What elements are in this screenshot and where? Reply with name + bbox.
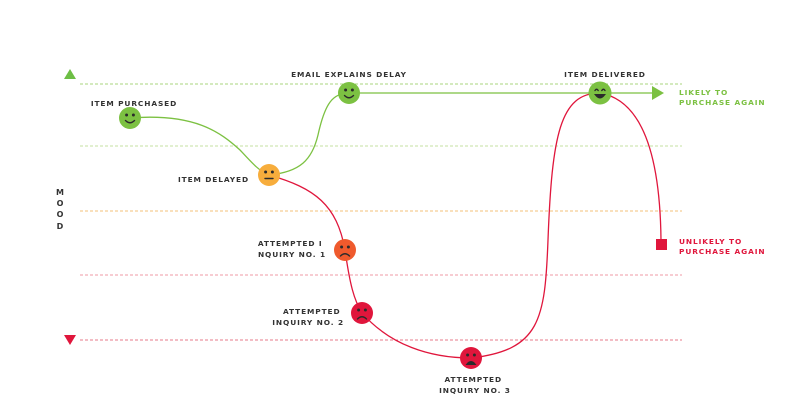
step-item-purchased-label: ITEM PURCHASED: [91, 99, 177, 108]
step-attempted-inquiry-2-label: ATTEMPTED INQUIRY NO. 2: [272, 307, 344, 327]
happy-face-icon: [119, 107, 141, 129]
mood-axis-down-arrow: [64, 335, 76, 345]
sad-face-icon: [334, 239, 356, 261]
red-path-delivered-to-unlikely: [599, 92, 662, 241]
step-item-delivered-label: ITEM DELIVERED: [564, 70, 646, 79]
green-path-purchase-to-delay: [129, 116, 270, 176]
red-path-delay-to-inquiry-1: [268, 174, 346, 251]
step-item-delayed-label: ITEM DELAYED: [178, 175, 249, 184]
red-path-inquiry-3-to-delivered: [470, 92, 601, 359]
angry-face-icon: [460, 347, 482, 369]
step-attempted-inquiry-3: ATTEMPTED INQUIRY NO. 3: [439, 347, 511, 395]
sad-face-icon: [351, 302, 373, 324]
mood-axis-letter-4: D: [57, 222, 64, 231]
red-path-inquiry-2-to-inquiry-3: [361, 312, 472, 359]
step-item-purchased: ITEM PURCHASED: [91, 99, 177, 129]
step-attempted-inquiry-2: ATTEMPTED INQUIRY NO. 2: [272, 302, 373, 327]
unlikely-outcome-square: [656, 239, 667, 250]
step-email-explains-delay-label: EMAIL EXPLAINS DELAY: [291, 70, 407, 79]
step-item-delayed: ITEM DELAYED: [178, 164, 280, 186]
step-attempted-inquiry-1: ATTEMPTED I NQUIRY NO. 1: [258, 239, 356, 261]
delighted-face-icon: [588, 81, 612, 105]
mood-level-lines: [80, 83, 682, 341]
happy-face-icon: [338, 82, 360, 104]
neutral-face-icon: [258, 164, 280, 186]
step-email-explains-delay: EMAIL EXPLAINS DELAY: [291, 70, 407, 104]
mood-axis-letter-2: O: [57, 199, 64, 208]
step-item-delivered: ITEM DELIVERED: [564, 70, 646, 105]
mood-axis: M O O D: [56, 69, 76, 345]
mood-axis-letter-3: O: [57, 210, 64, 219]
likely-outcome-arrow: [652, 86, 664, 100]
green-path-delay-to-email: [268, 92, 350, 176]
unlikely-to-purchase-again-label: UNLIKELY TO PURCHASE AGAIN: [679, 237, 765, 256]
step-attempted-inquiry-3-label: ATTEMPTED INQUIRY NO. 3: [439, 375, 511, 395]
mood-axis-up-arrow: [64, 69, 76, 79]
mood-axis-letter-1: M: [56, 188, 64, 197]
likely-to-purchase-again-label: LIKELY TO PURCHASE AGAIN: [679, 88, 765, 107]
journey-paths: [129, 92, 662, 359]
step-attempted-inquiry-1-label: ATTEMPTED I NQUIRY NO. 1: [258, 239, 326, 259]
